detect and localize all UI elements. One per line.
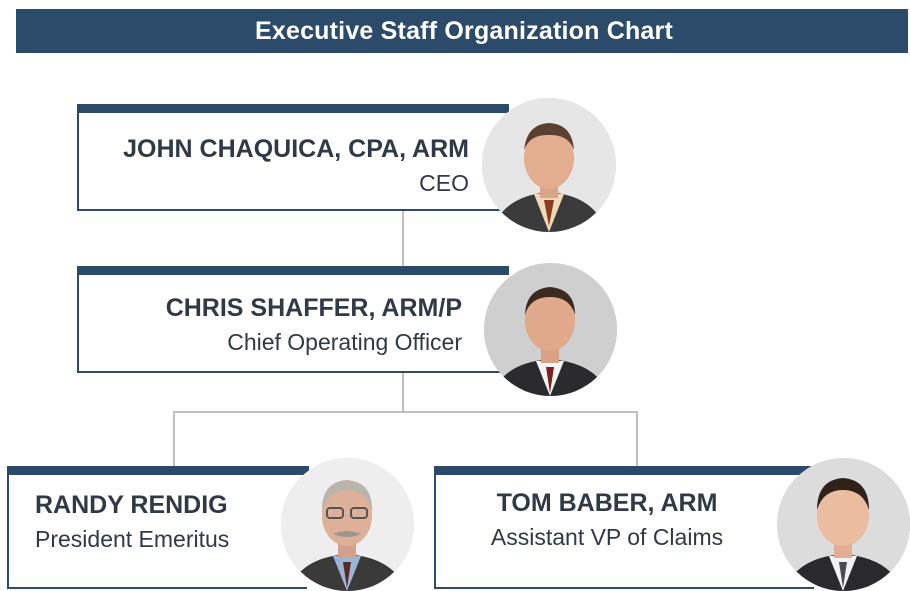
claims-portrait-photo (777, 458, 910, 591)
connector-right-drop (636, 411, 638, 467)
coo-text: CHRIS SHAFFER, ARM/P Chief Operating Off… (166, 293, 462, 357)
person-name: JOHN CHAQUICA, CPA, ARM (123, 135, 469, 163)
chart-title: Executive Staff Organization Chart (255, 16, 673, 45)
person-title: President Emeritus (35, 526, 230, 552)
person-name: RANDY RENDIG (35, 491, 228, 519)
org-node-ceo: JOHN CHAQUICA, CPA, ARM CEO (77, 104, 509, 211)
person-title: CEO (419, 170, 469, 196)
ceo-portrait-photo (482, 98, 616, 232)
card-accent-bar (77, 104, 509, 113)
president-emeritus-portrait-photo (281, 458, 414, 591)
person-title: Assistant VP of Claims (490, 524, 724, 550)
connector-coo-down (402, 372, 404, 412)
person-name: CHRIS SHAFFER, ARM/P (165, 294, 462, 322)
org-node-claims: TOM BABER, ARM Assistant VP of Claims (434, 466, 816, 589)
chart-title-banner: Executive Staff Organization Chart (16, 9, 908, 53)
person-name: TOM BABER, ARM (496, 489, 718, 517)
org-node-coo: CHRIS SHAFFER, ARM/P Chief Operating Off… (77, 266, 509, 373)
connector-left-drop (173, 411, 175, 467)
person-title: Chief Operating Officer (227, 329, 462, 355)
connector-ceo-coo (402, 210, 404, 268)
claims-text: TOM BABER, ARM Assistant VP of Claims (436, 488, 778, 552)
connector-horizontal (173, 411, 638, 413)
coo-portrait-photo (484, 263, 617, 396)
card-accent-bar (77, 266, 509, 275)
org-node-president-emeritus: RANDY RENDIG President Emeritus (7, 466, 309, 589)
president-emeritus-text: RANDY RENDIG President Emeritus (35, 490, 229, 554)
card-accent-bar (7, 466, 309, 475)
card-accent-bar (434, 466, 816, 475)
ceo-text: JOHN CHAQUICA, CPA, ARM CEO (123, 134, 469, 198)
